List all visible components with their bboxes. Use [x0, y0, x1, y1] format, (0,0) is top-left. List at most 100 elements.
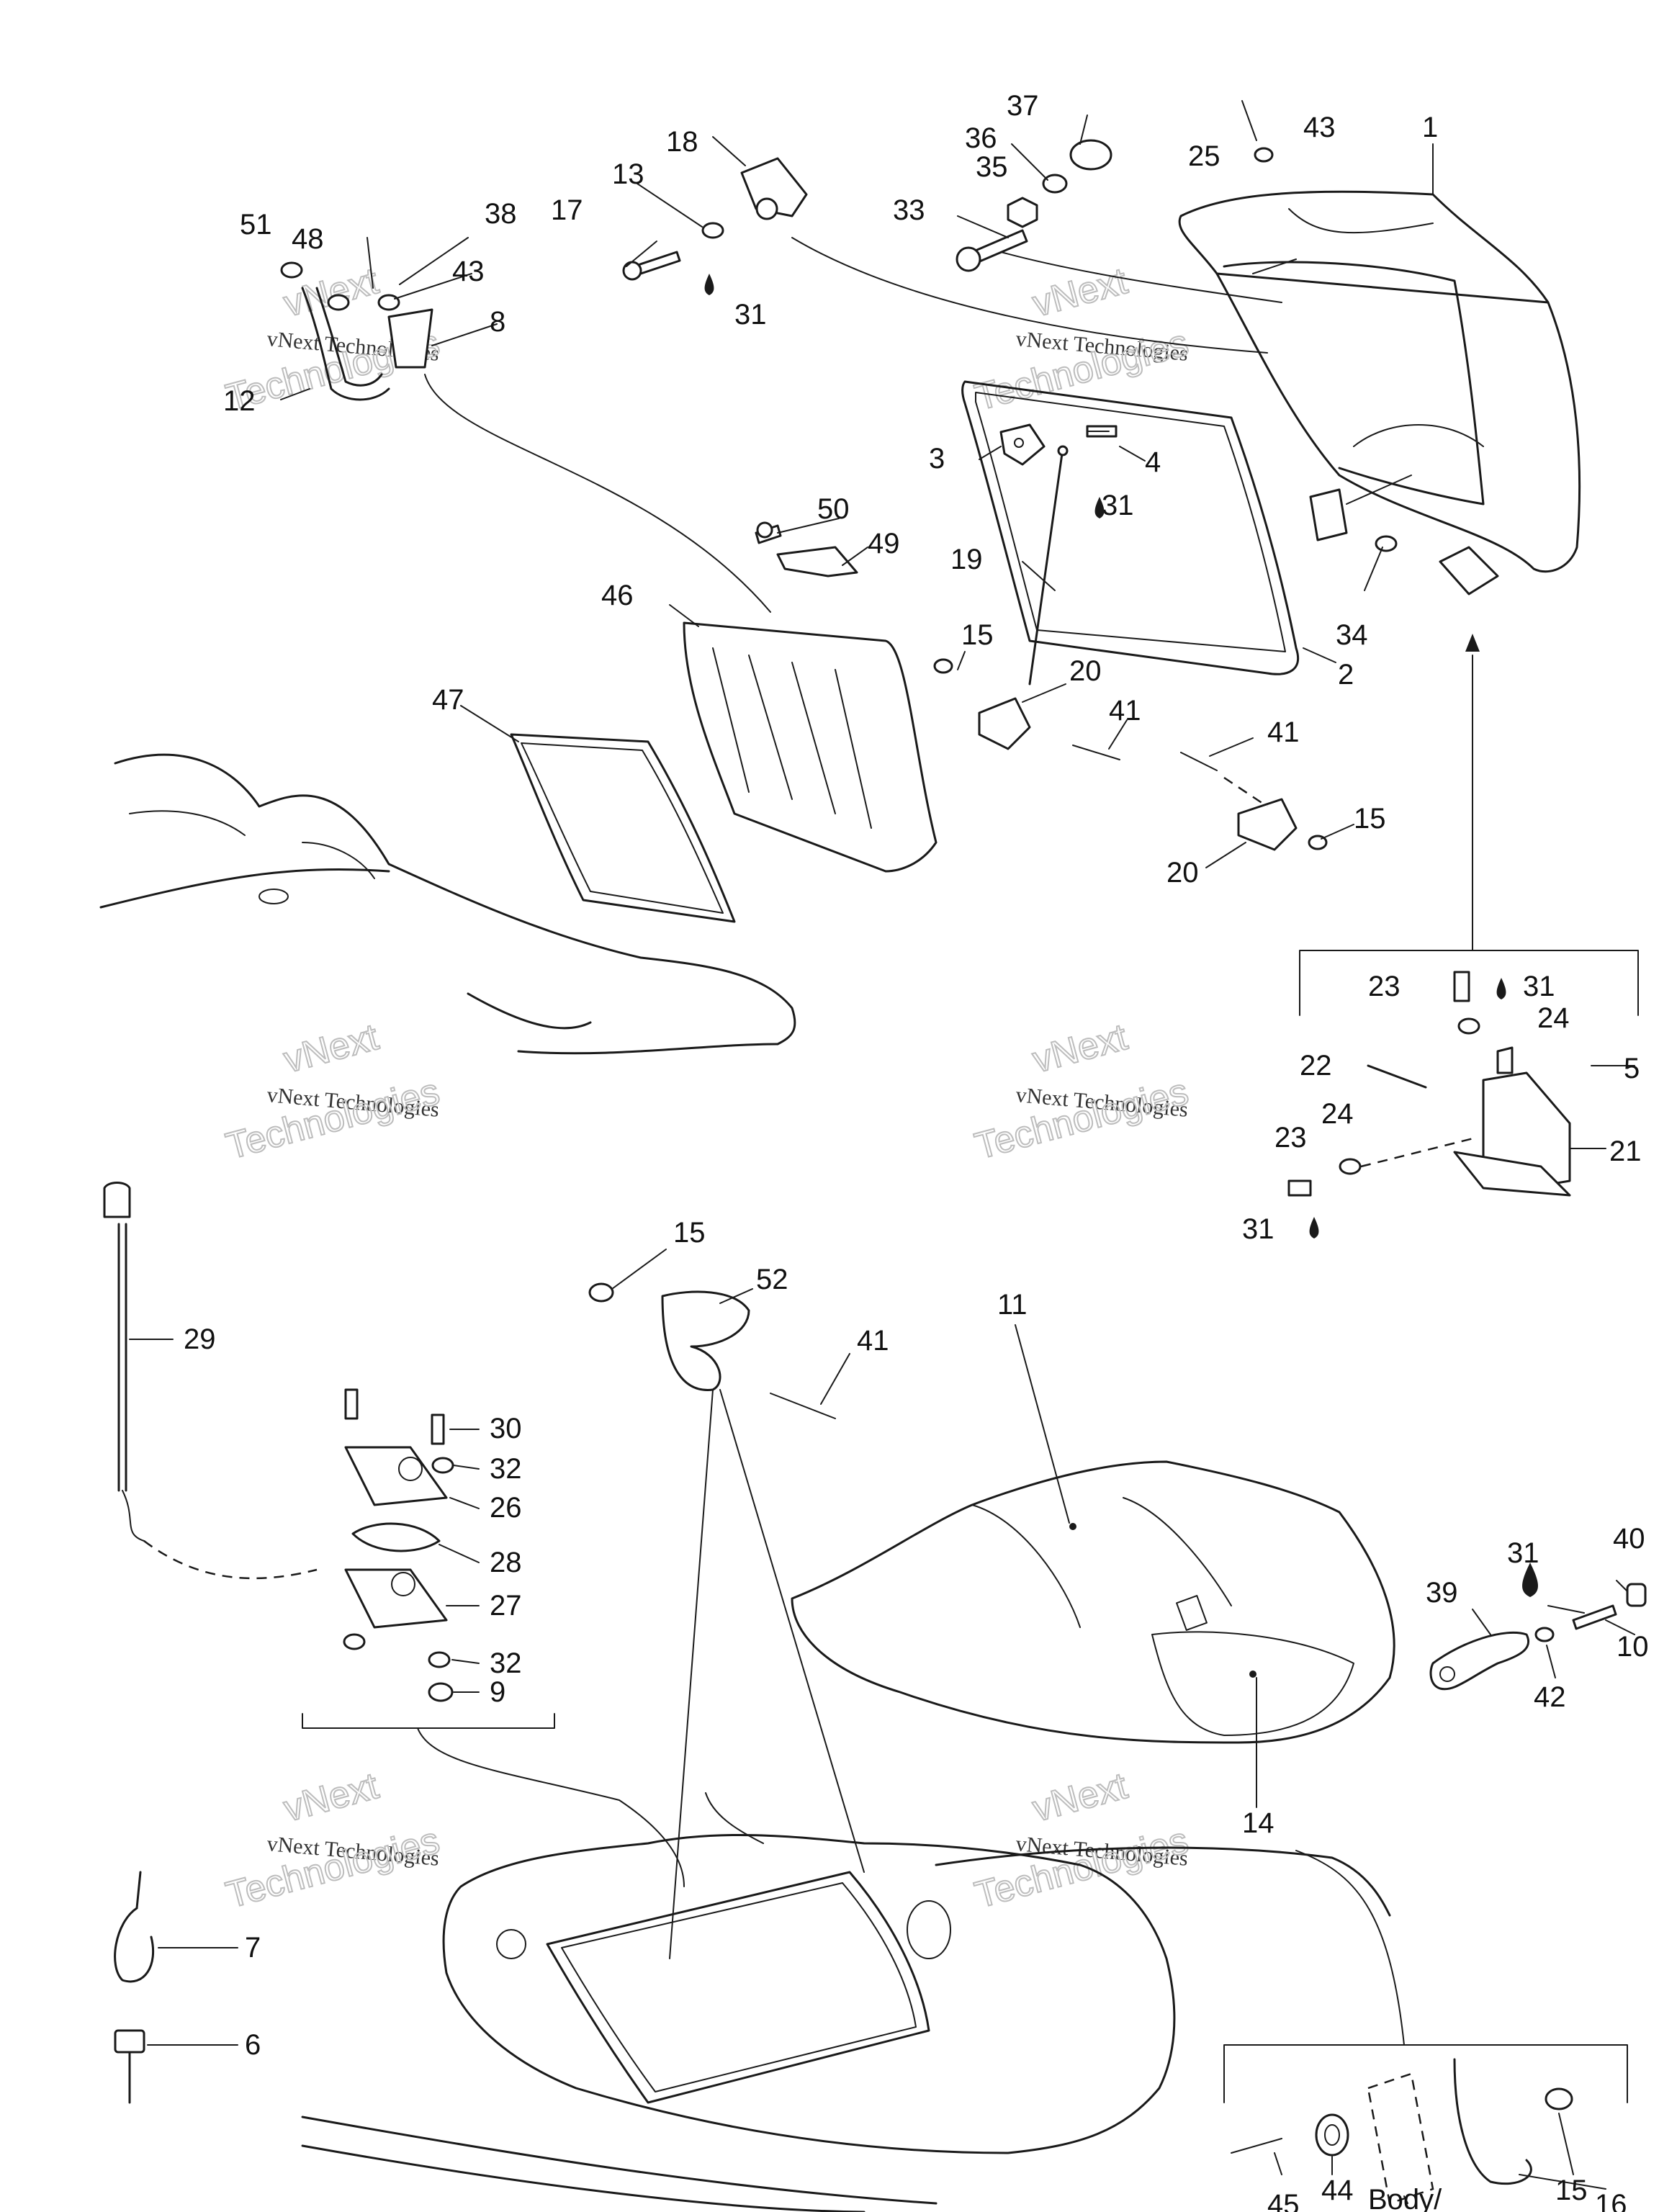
bracket-20b [1237, 798, 1298, 851]
washer-43a [377, 294, 400, 311]
storage-bin [1178, 190, 1581, 573]
callout-21: 21 [1609, 1136, 1642, 1167]
bracket-leader-dash [1360, 1136, 1477, 1168]
callout-31d: 31 [1242, 1213, 1274, 1245]
leader-rope-hull [417, 1727, 685, 1887]
screw-50 [755, 521, 782, 544]
bolt-30b [431, 1413, 445, 1445]
rope-29 [103, 1182, 145, 1542]
leader-hull-right [1295, 1850, 1405, 2046]
cap-40 [1626, 1583, 1647, 1607]
callout-46: 46 [601, 580, 634, 611]
callout-8: 8 [490, 306, 505, 338]
leader-rivet-dash [1223, 776, 1268, 808]
oil-drop-icon [1522, 1563, 1538, 1597]
nut-left [343, 1633, 366, 1650]
grab-handle-39 [1429, 1631, 1529, 1691]
rivet-41b [1180, 752, 1218, 771]
callout-50: 50 [817, 493, 850, 525]
watermark-bottom-right: vNext vNext Technologies Technologies [970, 1764, 1193, 1917]
callout-39: 39 [1426, 1577, 1458, 1609]
leader-rope [143, 1539, 318, 1580]
callout-33: 33 [893, 194, 925, 226]
leader-bin-latch [791, 237, 1268, 354]
callout-31a: 31 [734, 299, 767, 331]
callout-15c: 15 [673, 1217, 706, 1249]
grommet-28 [351, 1522, 441, 1552]
bolt-23b [1287, 1179, 1312, 1197]
nut-35 [1007, 197, 1038, 228]
front-hull [301, 1792, 1391, 2212]
watermark-bottom-left: vNext vNext Technologies Technologies [221, 1764, 444, 1917]
rivet-25 [1241, 100, 1257, 141]
rear-seat-deck [99, 753, 796, 1055]
callout-7: 7 [245, 1932, 261, 1964]
rivet-38 [367, 237, 374, 289]
callout-23a: 23 [1368, 971, 1401, 1002]
callout-28: 28 [490, 1547, 522, 1578]
callout-42: 42 [1534, 1681, 1566, 1713]
watermark-mid-right: vNext vNext Technologies Technologies [970, 1015, 1193, 1169]
callout-labels: 1 2 3 4 5 6 7 8 9 10 11 12 13 14 15 15 1… [184, 90, 1649, 2212]
washer-15a [933, 658, 953, 674]
callout-32a: 32 [490, 1453, 522, 1485]
oil-drop-icon [1094, 497, 1105, 518]
callout-45: 45 [1267, 2189, 1300, 2212]
callout-4: 4 [1145, 446, 1161, 478]
callout-35: 35 [976, 151, 1008, 183]
bolt-33 [956, 229, 1028, 272]
callout-16: 16 [1595, 2189, 1627, 2212]
screw-6 [114, 2029, 145, 2104]
plate-27 [344, 1568, 448, 1629]
callout-48: 48 [292, 223, 324, 255]
callout-43b: 43 [1303, 112, 1336, 143]
rivet-41a [1072, 745, 1120, 760]
leader-bin-bolt [1000, 251, 1282, 303]
svg-text:vNext: vNext [1028, 1765, 1132, 1830]
hinge-plate [999, 423, 1046, 466]
callout-20b: 20 [1166, 857, 1199, 889]
support-rod [1028, 445, 1069, 685]
washer-15c [588, 1282, 614, 1303]
watermark-mid-left: vNext vNext Technologies Technologies [221, 1015, 444, 1169]
bin-hinge-left [1309, 488, 1348, 541]
arrow-up-icon [1465, 634, 1480, 652]
oil-drop-icon [704, 274, 714, 295]
callout-37: 37 [1007, 90, 1039, 122]
body-label: Body/ [1368, 2184, 1442, 2212]
callout-leaders [129, 114, 1635, 2204]
callout-31e: 31 [1507, 1537, 1539, 1569]
svg-text:vNext: vNext [279, 1765, 383, 1830]
grommet-44 [1315, 2113, 1349, 2157]
bolt-30a [344, 1388, 359, 1420]
callout-44: 44 [1321, 2175, 1354, 2206]
washer-13 [701, 222, 724, 239]
callout-36: 36 [965, 122, 997, 154]
callout-12: 12 [223, 385, 256, 417]
callout-6: 6 [245, 2029, 261, 2061]
body-panel [1367, 2072, 1434, 2205]
callout-31b: 31 [1102, 490, 1134, 521]
oil-drop-icon [1496, 978, 1506, 999]
callout-24b: 24 [1321, 1098, 1354, 1130]
callout-25: 25 [1188, 140, 1220, 172]
leader-clip-hull [669, 1389, 714, 1959]
washer-43b [1254, 147, 1274, 163]
bolt-23a [1453, 971, 1470, 1002]
callout-40: 40 [1613, 1523, 1645, 1555]
oil-drop-icon [1309, 1217, 1319, 1238]
leader-clip-hull-2 [719, 1389, 865, 1873]
bracket-49 [776, 546, 858, 577]
callout-41a: 41 [1109, 695, 1141, 727]
washer-32b [428, 1651, 451, 1668]
callout-34: 34 [1336, 619, 1368, 651]
rope-detail-bracket [302, 1713, 555, 1729]
callout-22: 22 [1300, 1050, 1332, 1082]
callout-31c: 31 [1523, 971, 1555, 1002]
nut-51 [280, 261, 303, 279]
pin-22 [1367, 1064, 1427, 1089]
callout-29: 29 [184, 1323, 216, 1355]
callout-17: 17 [551, 194, 583, 226]
callout-51: 51 [240, 209, 272, 240]
